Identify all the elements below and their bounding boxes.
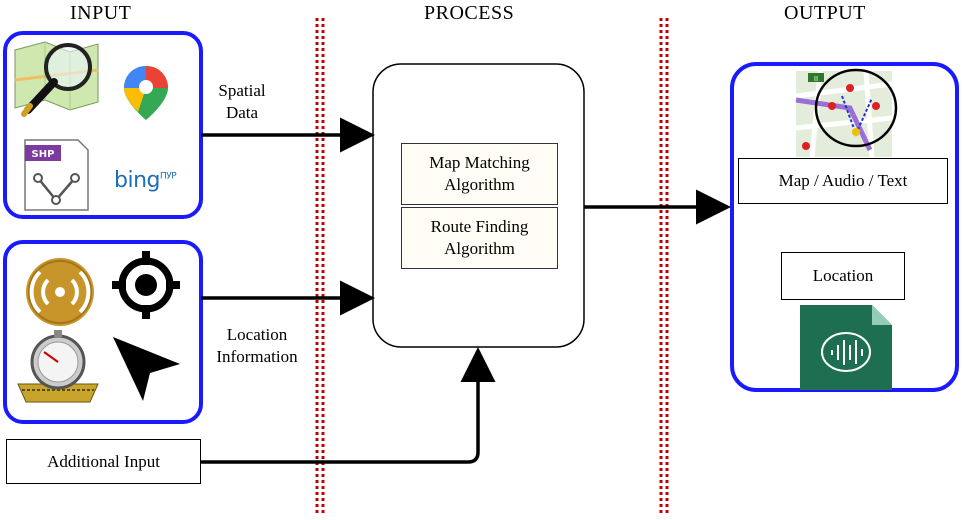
broadcast-icon (26, 258, 94, 326)
spatial-data-label-line2: Data (225, 103, 259, 122)
location-info-label: Location Information (204, 324, 310, 368)
map-audio-text-text: Map / Audio / Text (778, 171, 908, 190)
map-audio-text-box: Map / Audio / Text (738, 158, 948, 204)
process-box (372, 63, 585, 348)
route-finding-box: Route Finding Algorithm (401, 207, 558, 269)
process-header: PROCESS (424, 2, 515, 24)
audio-file-icon (800, 305, 892, 390)
bing-maps-logo-sub: ПУР (160, 171, 177, 182)
spatial-data-label-line1: Spatial (218, 81, 266, 100)
map-matching-line1: Map Matching (429, 153, 530, 172)
bing-maps-logo: bingПУР (114, 168, 177, 193)
bing-maps-logo-text: bing (114, 168, 161, 193)
input-header: INPUT (70, 2, 132, 24)
location-box: Location (781, 252, 905, 300)
location-info-group (3, 240, 203, 424)
stopwatch-icon (17, 330, 99, 403)
google-maps-icon (124, 66, 168, 120)
divider-left (315, 18, 325, 515)
gps-target-icon (112, 251, 180, 319)
location-info-label-line1: Location (226, 325, 288, 344)
spatial-data-label: Spatial Data (206, 80, 278, 124)
map-matching-box: Map Matching Algorithm (401, 143, 558, 205)
additional-input-text: Additional Input (47, 451, 160, 471)
openstreetmap-icon (14, 41, 99, 117)
map-badge-text: II (814, 75, 818, 83)
location-text: Location (812, 266, 874, 285)
location-info-label-line2: Information (216, 347, 298, 366)
map-route-icon (795, 68, 898, 158)
shp-icon-text: SHP (32, 149, 55, 160)
route-finding-line1: Route Finding (430, 217, 529, 236)
output-header: OUTPUT (784, 2, 866, 24)
spatial-data-group (3, 31, 203, 219)
divider-right (659, 18, 669, 515)
additional-input-box: Additional Input (6, 439, 201, 484)
additional-input-arrow (201, 347, 496, 464)
navigation-arrow-icon (113, 337, 180, 401)
route-finding-line2: Algorithm (444, 239, 515, 258)
map-matching-line2: Algorithm (444, 175, 515, 194)
shp-file-icon (24, 139, 89, 211)
